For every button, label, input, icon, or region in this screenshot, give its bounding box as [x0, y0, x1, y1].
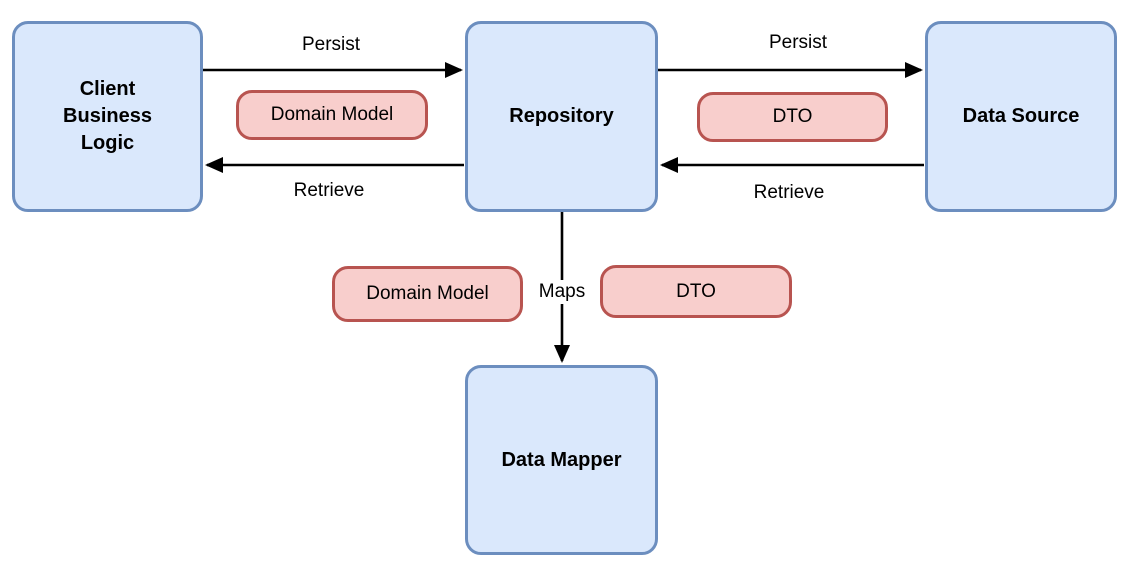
- retrieve-left-label: Retrieve: [293, 180, 365, 201]
- maps-label: Maps: [534, 280, 590, 304]
- persist-left-label: Persist: [301, 34, 361, 55]
- node-repository: Repository: [465, 21, 658, 212]
- pill-domain-model-bottom: Domain Model: [332, 266, 523, 322]
- node-client-business-logic: Client Business Logic: [12, 21, 203, 212]
- pill-dto-top: DTO: [697, 92, 888, 142]
- node-data-mapper: Data Mapper: [465, 365, 658, 555]
- persist-right-label: Persist: [768, 32, 828, 53]
- retrieve-right-label: Retrieve: [753, 182, 825, 203]
- pill-domain-model-top: Domain Model: [236, 90, 428, 140]
- pill-dto-bottom: DTO: [600, 265, 792, 318]
- node-data-source: Data Source: [925, 21, 1117, 212]
